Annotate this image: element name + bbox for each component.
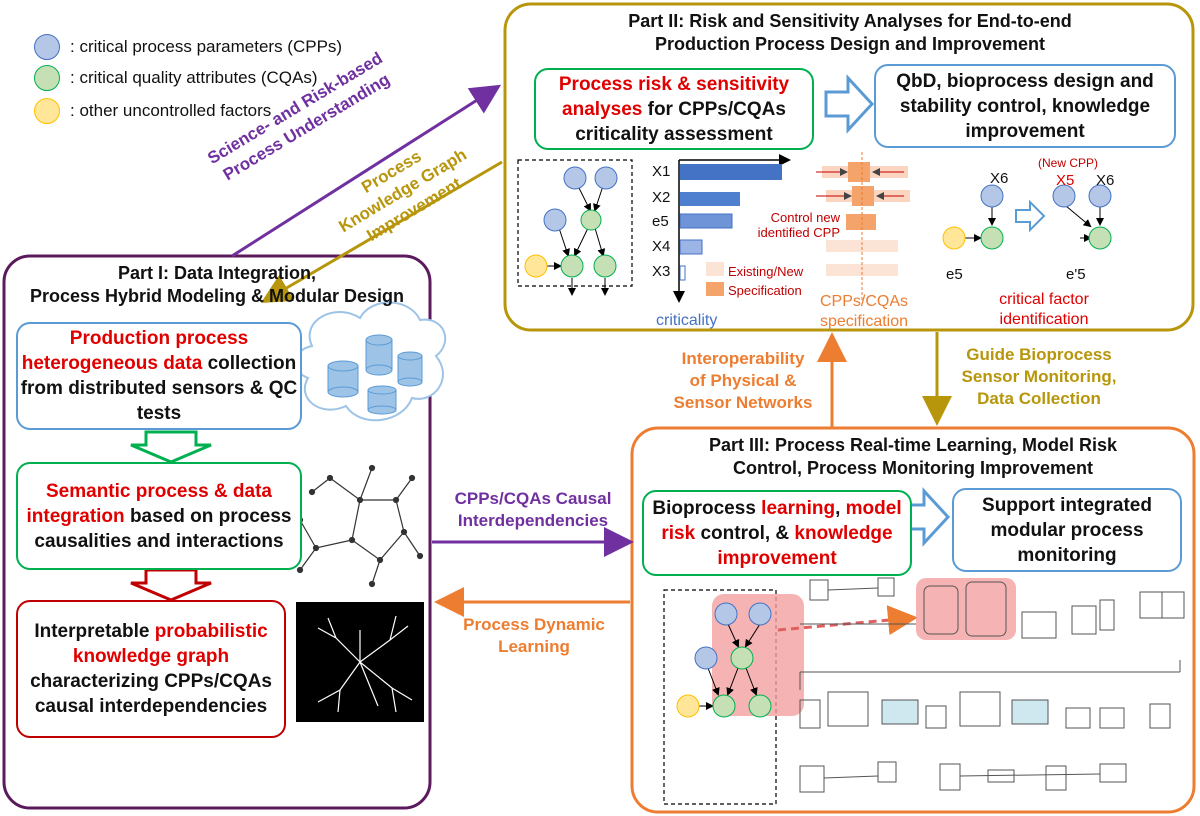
bar-x1 xyxy=(680,164,782,180)
cpp-dot-icon xyxy=(34,34,60,60)
block-arrow-part2 xyxy=(824,74,875,134)
new-cpp-label: (New CPP) xyxy=(1038,156,1099,170)
legend-cqa: : critical quality attributes (CQAs) xyxy=(34,65,318,91)
bar-label-x3: X3 xyxy=(652,263,671,280)
other-dot-icon xyxy=(34,98,60,124)
part3-box-monitoring: Support integrated modular process monit… xyxy=(952,488,1182,572)
legend-cqa-text: : critical quality attributes (CQAs) xyxy=(70,68,318,87)
process-flow-sketch xyxy=(799,577,1185,793)
bar-label-x2: X2 xyxy=(652,189,671,206)
e5-label: e5 xyxy=(946,266,963,283)
x5-label: X5 xyxy=(1056,172,1075,189)
arrow-pkg xyxy=(260,160,503,304)
block-arrow-red xyxy=(130,568,212,602)
part2-box-risk: Process risk & sensitivity analyses for … xyxy=(534,68,814,150)
part3-box-learning: Bioprocess learning, model risk control,… xyxy=(642,490,912,576)
dag3-highlight xyxy=(712,594,804,716)
part1-box-semantic: Semantic process & data integration base… xyxy=(16,462,302,570)
dag-part3 xyxy=(676,602,918,718)
bar-label-x1: X1 xyxy=(652,163,671,180)
spec-legend-swatch-dark xyxy=(706,282,724,296)
bar-e5 xyxy=(679,213,733,229)
bar-x2 xyxy=(680,192,740,206)
part1-box-knowledge-graph: Interpretable probabilistic knowledge gr… xyxy=(16,600,286,738)
part2-box-qbd: QbD, bioprocess design and stability con… xyxy=(874,64,1176,148)
bar-x3 xyxy=(679,265,686,281)
legend-cpp: : critical process parameters (CPPs) xyxy=(34,34,342,60)
part1-title: Part I: Data Integration,Process Hybrid … xyxy=(29,263,405,306)
dag-frame xyxy=(517,159,633,287)
bar-label-x4: X4 xyxy=(652,238,671,255)
cqa-dot-icon xyxy=(34,65,60,91)
part1-box-data: Production process heterogeneous data co… xyxy=(16,322,302,430)
x6-label-left: X6 xyxy=(990,170,1009,187)
data-cloud xyxy=(294,301,447,422)
bar-x4 xyxy=(679,239,703,255)
spec-legend-swatch-light xyxy=(706,262,724,276)
block-arrow-green xyxy=(130,430,212,464)
bar-label-e5: e5 xyxy=(652,213,669,230)
specification-chart xyxy=(706,152,910,300)
e5-prime-label: e'5 xyxy=(1066,266,1086,283)
knowledge-graph-tree xyxy=(317,615,413,713)
arrow-science xyxy=(231,84,502,258)
part3-title: Part III: Process Real-time Learning, Mo… xyxy=(708,435,1118,478)
legend-other-text: : other uncontrolled factors xyxy=(70,101,272,120)
criticality-axis-label: criticality xyxy=(656,312,718,329)
legend-cpp-text: : critical process parameters (CPPs) xyxy=(70,37,343,56)
critical-factor-dags xyxy=(942,184,1112,250)
x6-label-right: X6 xyxy=(1096,172,1115,189)
part2-title: Part II: Risk and Sensitivity Analyses f… xyxy=(628,11,1072,54)
dag-part2 xyxy=(524,166,618,296)
criticality-chart xyxy=(673,154,791,303)
legend-other: : other uncontrolled factors xyxy=(34,98,271,124)
network-sketch xyxy=(296,464,424,588)
